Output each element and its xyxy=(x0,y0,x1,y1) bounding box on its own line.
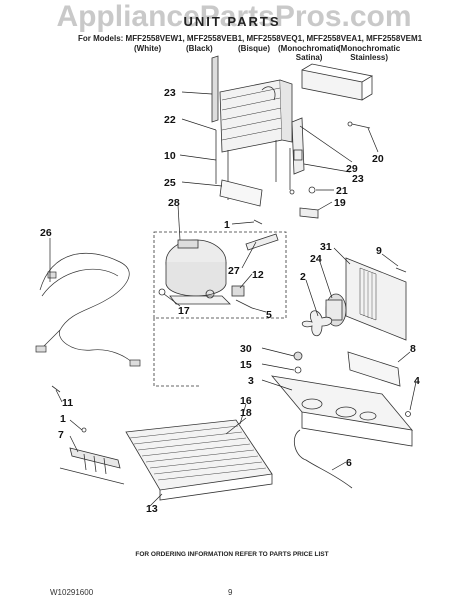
compressor-group-outline xyxy=(153,231,287,319)
variant-bisque: (Bisque) xyxy=(238,44,270,53)
ordering-note: FOR ORDERING INFORMATION REFER TO PARTS … xyxy=(135,551,329,558)
callout-7: 7 xyxy=(58,429,64,441)
callout-23b: 23 xyxy=(352,173,364,185)
screw-fan xyxy=(395,267,407,273)
variant-satina: (Monochromatic Satina) xyxy=(278,44,341,62)
callout-10: 10 xyxy=(164,150,176,162)
callout-21: 21 xyxy=(336,185,348,197)
condenser-coil xyxy=(211,55,295,200)
top-bracket xyxy=(301,63,374,129)
callout-19: 19 xyxy=(334,197,346,209)
page-title: UNIT PARTS xyxy=(183,14,281,29)
callout-4: 4 xyxy=(414,375,420,387)
clamp xyxy=(299,207,319,219)
wire-harness xyxy=(35,252,141,367)
grommet xyxy=(158,288,166,296)
motor-bracket xyxy=(347,351,401,387)
screw xyxy=(405,411,411,417)
callout-8: 8 xyxy=(410,343,416,355)
screw-lower xyxy=(81,427,87,433)
callout-6: 6 xyxy=(346,457,352,469)
callout-26: 26 xyxy=(40,227,52,239)
base-pan xyxy=(219,179,263,207)
callout-25: 25 xyxy=(164,177,176,189)
callout-29: 29 xyxy=(346,163,358,175)
callout-18: 18 xyxy=(240,407,252,419)
callout-23a: 23 xyxy=(164,87,176,99)
damper xyxy=(293,351,303,361)
callout-16: 16 xyxy=(240,395,252,407)
grommet-small xyxy=(294,366,302,374)
variant-black: (Black) xyxy=(186,44,213,53)
page-number: 9 xyxy=(228,588,233,597)
callout-5: 5 xyxy=(266,309,272,321)
callout-24: 24 xyxy=(310,253,322,265)
callout-1a: 1 xyxy=(224,219,230,231)
start-device xyxy=(245,233,279,251)
mounting-bolt xyxy=(235,299,253,309)
callout-28: 28 xyxy=(168,197,180,209)
callout-22: 22 xyxy=(164,114,176,126)
clip xyxy=(51,385,61,393)
callout-2: 2 xyxy=(300,271,306,283)
compressor xyxy=(165,239,231,305)
callout-1b: 1 xyxy=(60,413,66,425)
callout-17: 17 xyxy=(178,305,190,317)
screw-upper xyxy=(253,219,263,225)
callout-12: 12 xyxy=(252,269,264,281)
callout-9: 9 xyxy=(376,245,382,257)
callout-3: 3 xyxy=(248,375,254,387)
variant-white: (White) xyxy=(134,44,162,53)
electrical-bracket xyxy=(59,447,125,485)
callout-15: 15 xyxy=(240,359,252,371)
watermark-text: AppliancePartsPros.com xyxy=(56,0,412,33)
callout-13: 13 xyxy=(146,503,158,515)
models-line: For Models: MFF2558VEW1, MFF2558VEB1, MF… xyxy=(78,34,423,43)
variant-stainless: (Monochromatic Stainless) xyxy=(338,44,401,62)
drier xyxy=(291,117,305,175)
callout-30: 30 xyxy=(240,343,252,355)
callout-31: 31 xyxy=(320,241,332,253)
callout-20: 20 xyxy=(372,153,384,165)
drain-tube xyxy=(293,429,353,489)
condenser-fan-shroud xyxy=(345,257,407,341)
fitting xyxy=(308,186,316,194)
fan-motor xyxy=(325,293,347,327)
callout-11: 11 xyxy=(62,397,73,409)
callout-27: 27 xyxy=(228,265,240,277)
overload xyxy=(231,285,245,297)
drain-pan xyxy=(125,419,273,501)
document-id: W10291600 xyxy=(50,588,94,597)
fan-blade xyxy=(301,310,333,337)
machine-compartment-base xyxy=(271,375,413,447)
